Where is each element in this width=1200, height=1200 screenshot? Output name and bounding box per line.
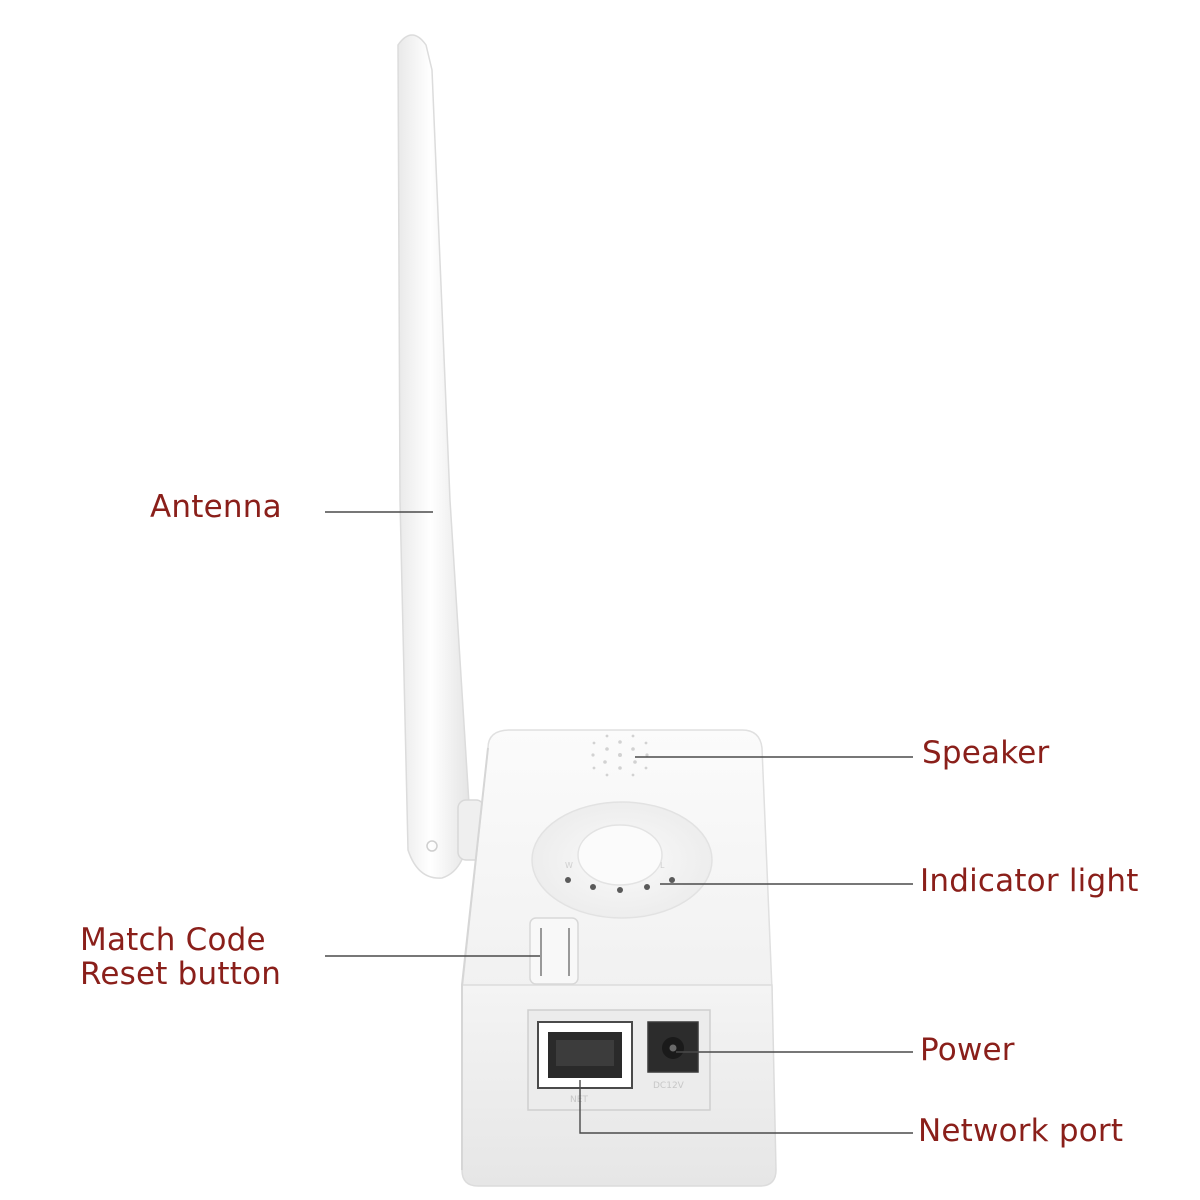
antenna (397, 34, 485, 879)
svg-text:L: L (660, 861, 665, 870)
svg-text:DC12V: DC12V (653, 1081, 685, 1091)
power-label: Power (920, 1032, 1015, 1068)
indicator-ring: W L (531, 801, 713, 919)
indicator-lights (565, 877, 675, 893)
match-code-label-line1: Match Code (80, 922, 266, 958)
network-port-label: Network port (918, 1113, 1124, 1149)
svg-text:W: W (565, 861, 573, 870)
svg-text:NET: NET (570, 1095, 588, 1105)
network-port: NET (537, 1021, 633, 1105)
antenna-label: Antenna (150, 489, 282, 525)
power-port: DC12V (647, 1021, 699, 1091)
match-code-label-line2: Reset button (80, 956, 282, 992)
device-body (461, 729, 777, 1187)
reset-button (529, 917, 579, 985)
speaker-label: Speaker (922, 735, 1050, 771)
match-code-reset-label: Match Code Reset button (80, 923, 281, 991)
speaker-grille (591, 734, 649, 777)
indicator-light-label: Indicator light (920, 863, 1139, 899)
leader-lines (325, 511, 913, 1134)
